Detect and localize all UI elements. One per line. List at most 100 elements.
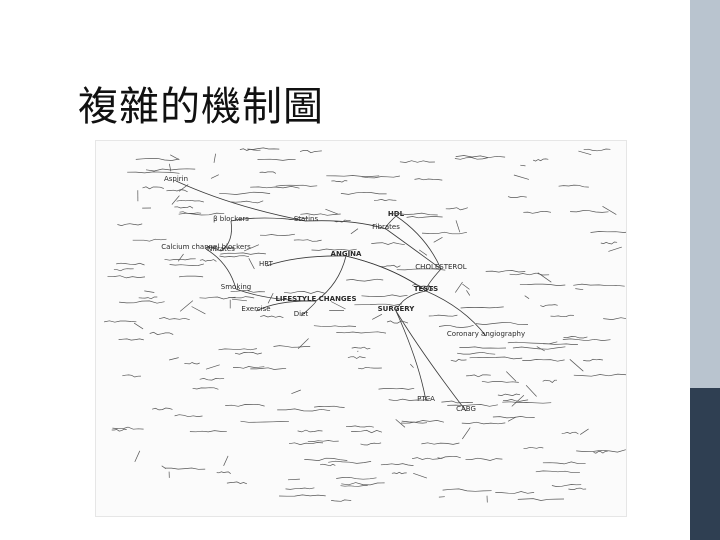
handwriting-stroke <box>593 450 608 454</box>
handwriting-stroke <box>351 346 371 350</box>
handwriting-stroke <box>401 420 444 423</box>
handwriting-stroke <box>360 442 382 446</box>
connector-stroke <box>372 313 383 320</box>
handwriting-stroke <box>122 374 141 378</box>
handwriting-stroke <box>127 171 180 174</box>
connector-stroke <box>213 153 216 163</box>
mind-map-link <box>345 255 427 292</box>
handwriting-stroke <box>149 331 174 335</box>
handwriting-stroke <box>512 346 566 350</box>
connector-stroke <box>297 338 309 349</box>
handwriting-stroke <box>340 485 368 487</box>
mind-map-link <box>395 215 442 270</box>
handwriting-stroke <box>230 200 264 204</box>
connector-stroke <box>267 292 274 304</box>
handwriting-stroke <box>475 322 529 326</box>
handwriting-stroke <box>199 377 225 381</box>
handwriting-stroke <box>257 158 296 161</box>
handwriting-stroke <box>441 400 473 404</box>
sidebar-light-bar <box>690 0 720 388</box>
handwriting-stroke <box>414 178 443 181</box>
handwriting-stroke <box>361 175 400 179</box>
mind-map-link <box>205 248 237 290</box>
handwriting-stroke <box>336 476 377 480</box>
mind-map-node-label: Diet <box>294 310 309 318</box>
handwriting-stroke <box>300 213 341 216</box>
mind-map-node-label: Coronary angiography <box>447 330 525 338</box>
handwriting-stroke <box>333 219 351 223</box>
mind-map-link <box>255 300 317 312</box>
handwriting-stroke <box>142 186 164 190</box>
handwriting-stroke <box>532 158 549 162</box>
handwriting-stroke <box>351 429 383 434</box>
connector-stroke <box>170 154 180 161</box>
handwriting-stroke <box>523 210 552 214</box>
mind-map-node-label: Statins <box>294 215 319 223</box>
connector-stroke <box>462 283 470 290</box>
connector-stroke <box>134 450 141 463</box>
handwriting-stroke <box>226 481 248 485</box>
handwriting-stroke <box>347 356 366 359</box>
handwriting-stroke <box>447 404 498 407</box>
handwriting-stroke <box>455 155 506 159</box>
mind-map-link <box>305 220 387 230</box>
mind-map-link <box>230 217 307 222</box>
connector-stroke <box>506 371 517 382</box>
mind-map-node-label: Aspirin <box>164 175 188 183</box>
handwriting-stroke <box>260 315 284 319</box>
handwriting-stroke <box>273 345 311 348</box>
mind-map-node-label: CHOLESTEROL <box>415 263 466 271</box>
handwriting-stroke <box>495 491 535 494</box>
handwriting-stroke <box>386 320 409 324</box>
connector-stroke <box>455 281 463 293</box>
handwriting-stroke <box>311 248 357 251</box>
mind-map-node-label: Calcium channel blockers <box>161 243 251 251</box>
handwriting-stroke <box>570 210 609 213</box>
mind-map-link <box>205 246 222 252</box>
connector-stroke <box>602 206 617 215</box>
mind-map-node-label: Smoking <box>221 283 251 291</box>
connector-stroke <box>178 184 189 192</box>
handwriting-stroke <box>250 186 300 189</box>
handwriting-stroke <box>240 420 289 423</box>
handwriting-stroke <box>438 324 474 328</box>
mind-map-link <box>385 228 442 270</box>
handwriting-stroke <box>225 403 265 407</box>
handwriting-stroke <box>219 191 271 195</box>
handwriting-stroke <box>406 216 443 219</box>
handwriting-stroke <box>116 262 145 266</box>
mind-map-node-label: TESTS <box>414 285 438 293</box>
handwriting-stroke <box>371 242 405 246</box>
handwriting-stroke <box>179 211 202 214</box>
handwriting-stroke <box>497 393 521 396</box>
mind-map-node-label: ANGINA <box>331 250 362 258</box>
handwriting-stroke <box>573 373 626 377</box>
connector-stroke <box>171 195 180 205</box>
handwriting-stroke <box>218 348 257 351</box>
handwriting-stroke <box>466 374 491 378</box>
handwriting-stroke <box>535 470 580 474</box>
handwriting-stroke <box>230 290 266 293</box>
connector-stroke <box>525 385 537 397</box>
connector-stroke <box>243 244 260 252</box>
handwriting-stroke <box>361 294 408 297</box>
decorative-sidebar <box>690 0 720 540</box>
handwriting-stroke <box>232 366 265 369</box>
connector-stroke <box>608 246 622 252</box>
mind-map-link <box>315 255 347 302</box>
handwriting-stroke <box>507 196 527 198</box>
connector-stroke <box>520 164 526 167</box>
handwriting-stroke <box>138 296 158 300</box>
connector-stroke <box>330 301 346 310</box>
handwriting-stroke <box>583 358 603 362</box>
handwriting-stroke <box>461 421 506 425</box>
handwriting-stroke <box>192 387 219 390</box>
handwriting-stroke <box>550 314 574 318</box>
connector-stroke <box>169 357 179 361</box>
handwriting-stroke <box>259 171 277 174</box>
slide-title: 複雜的機制圖 <box>78 84 324 130</box>
mind-map-link <box>175 180 307 222</box>
handwriting-stroke <box>542 379 557 383</box>
handwriting-stroke <box>502 401 552 404</box>
handwriting-stroke <box>117 223 143 226</box>
